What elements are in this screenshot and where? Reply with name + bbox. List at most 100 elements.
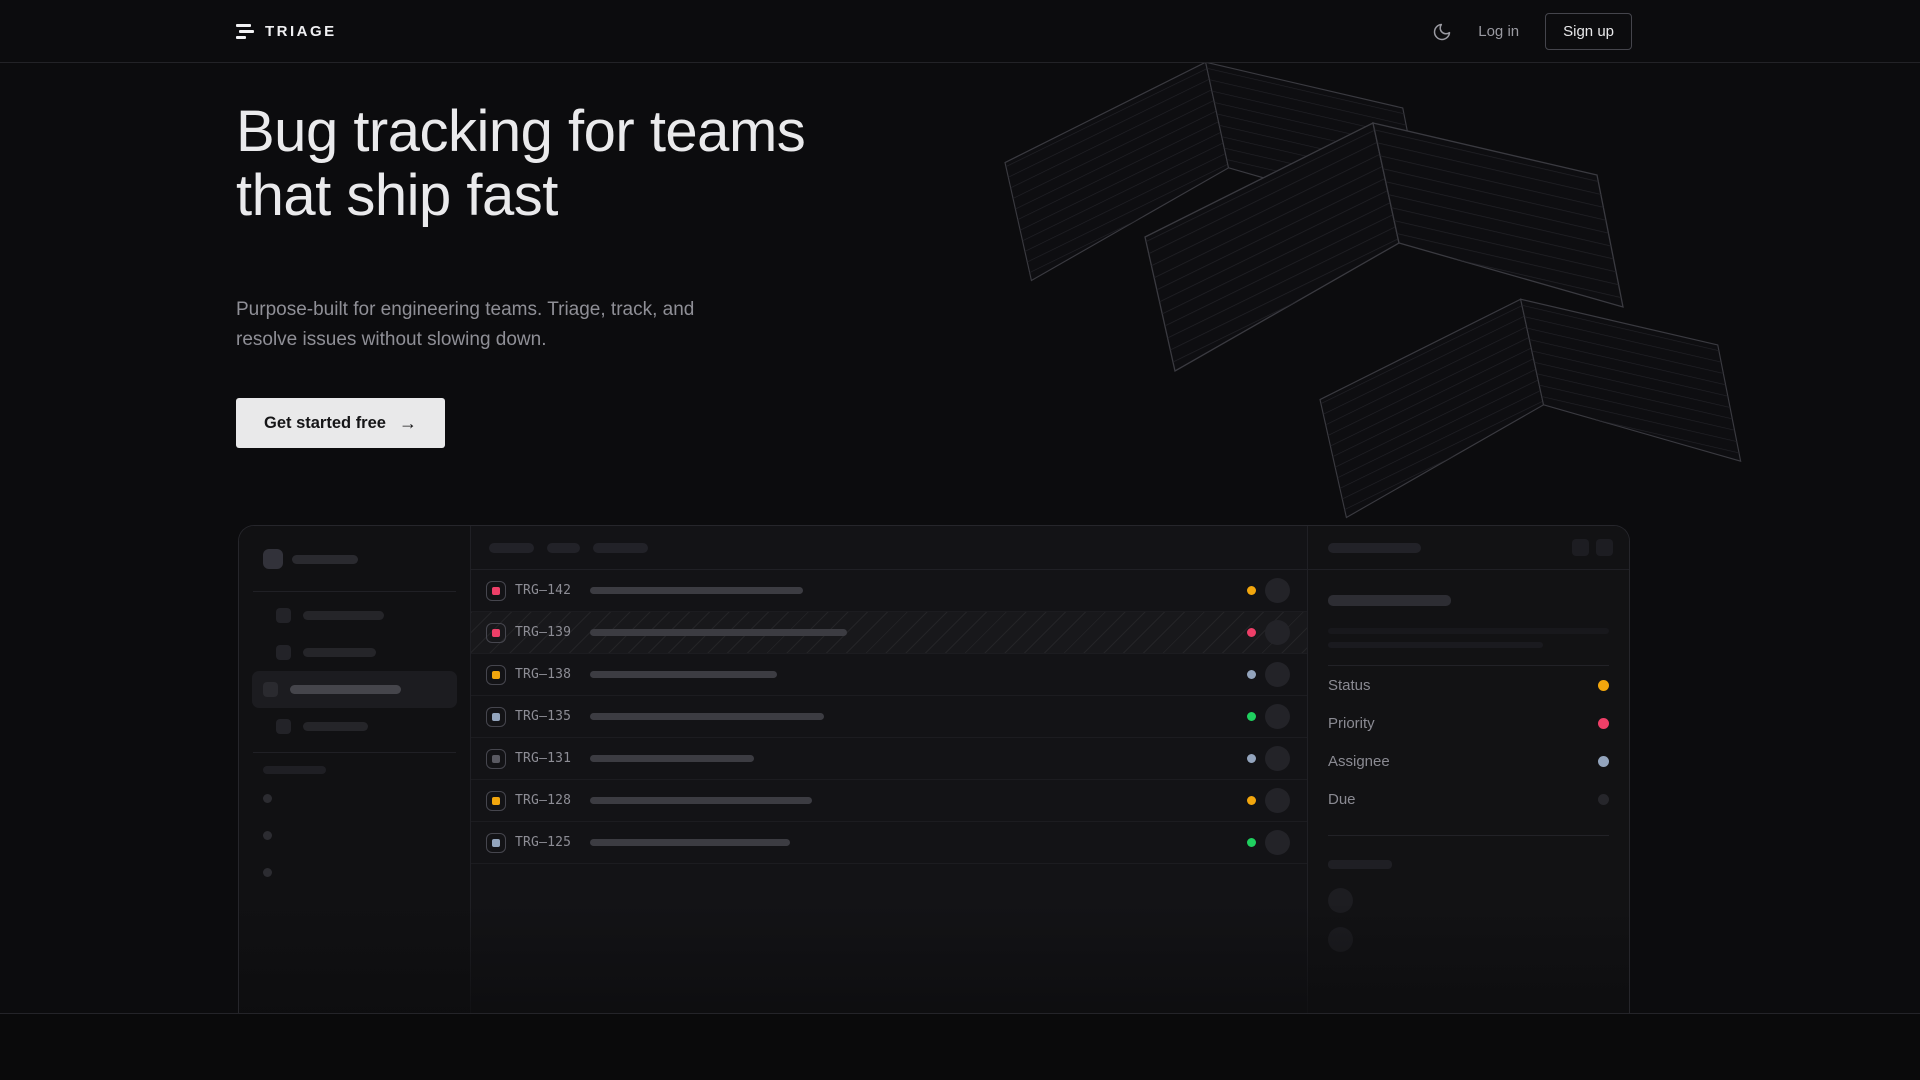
issue-title-skeleton (590, 587, 803, 594)
mockup-detail-panel: Status Priority Assignee Due (1307, 526, 1629, 1013)
item-icon-placeholder (276, 719, 291, 734)
skeleton-section-label (1328, 860, 1392, 869)
avatar-placeholder (1328, 888, 1353, 913)
sidebar-divider (253, 591, 456, 592)
issue-type-color-swatch (492, 670, 500, 679)
skeleton-pill (593, 542, 648, 553)
mockup-issue-list: TRG–142 TRG–139 TRG–138 TRG–135 TRG–131 (471, 526, 1307, 1013)
issue-assignee-avatar (1265, 746, 1290, 771)
issue-type-color-swatch (492, 838, 500, 847)
issue-id: TRG–131 (515, 751, 572, 766)
issue-title-skeleton (590, 839, 790, 846)
issue-type-icon (486, 748, 506, 769)
issue-type-icon (486, 706, 506, 727)
detail-panel-header (1308, 526, 1629, 570)
issue-row: TRG–138 (471, 654, 1307, 696)
issue-title-skeleton (590, 755, 754, 762)
issue-row: TRG–128 (471, 780, 1307, 822)
detail-field-value-dot (1598, 717, 1609, 729)
issue-type-icon (486, 790, 506, 811)
dot-placeholder (263, 868, 272, 877)
skeleton-title (1328, 595, 1451, 606)
brand-logo[interactable]: TRIAGE (236, 0, 337, 63)
avatar-placeholder (1328, 927, 1353, 952)
sidebar-skeleton-item-active (252, 671, 457, 708)
panel-divider (1328, 835, 1609, 836)
issue-title-skeleton (590, 629, 847, 636)
hero-subtitle-line-2: resolve issues without slowing down. (236, 329, 547, 350)
issue-title-skeleton (590, 713, 824, 720)
get-started-button[interactable]: Get started free → (236, 398, 445, 448)
item-icon-placeholder (276, 608, 291, 623)
sidebar-skeleton-item (252, 708, 457, 745)
issue-status-dot (1247, 796, 1256, 805)
issue-status-dot (1247, 754, 1256, 763)
wireframe-ribbon-2 (1144, 122, 1624, 373)
hero-title-line-2: that ship fast (236, 163, 558, 228)
issue-type-icon (486, 580, 506, 601)
detail-field-label: Assignee (1328, 752, 1390, 770)
hero-subtitle: Purpose-built for engineering teams. Tri… (236, 295, 694, 355)
brand-name: TRIAGE (265, 23, 337, 40)
skeleton-pill (292, 554, 358, 564)
theme-toggle-button[interactable] (1432, 22, 1452, 42)
issue-assignee-avatar (1265, 662, 1290, 687)
detail-panel-body: Status Priority Assignee Due (1308, 595, 1629, 952)
issue-type-icon (486, 832, 506, 853)
issue-id: TRG–139 (515, 625, 572, 640)
issue-row: TRG–125 (471, 822, 1307, 864)
arrow-right-icon: → (398, 412, 417, 433)
sidebar-skeleton-item (252, 597, 457, 634)
issue-type-color-swatch (492, 628, 500, 637)
panel-action-placeholder (1572, 539, 1589, 556)
issue-assignee-avatar (1265, 788, 1290, 813)
detail-field-rows: Status Priority Assignee Due (1328, 666, 1609, 818)
app-mockup-card: TRG–142 TRG–139 TRG–138 TRG–135 TRG–131 (238, 525, 1630, 1013)
issue-title-skeleton (590, 797, 812, 804)
skeleton-pill (303, 722, 368, 731)
detail-field-label: Due (1328, 790, 1356, 808)
issue-id: TRG–128 (515, 793, 572, 808)
skeleton-line (1328, 628, 1609, 634)
skeleton-pill (547, 542, 580, 553)
moon-icon (1434, 23, 1451, 40)
item-icon-placeholder (263, 682, 278, 697)
skeleton-section-label (263, 766, 326, 774)
skeleton-pill (303, 648, 376, 657)
mockup-sidebar (239, 526, 471, 1013)
detail-field-value-dot (1598, 679, 1609, 691)
issue-status-dot (1247, 670, 1256, 679)
issue-id: TRG–125 (515, 835, 572, 850)
signup-button[interactable]: Sign up (1545, 13, 1632, 50)
issue-assignee-avatar (1265, 578, 1290, 603)
panel-action-placeholder (1596, 539, 1613, 556)
top-nav: TRIAGE Log in Sign up (0, 0, 1920, 63)
hero-title-line-1: Bug tracking for teams (236, 99, 806, 164)
issue-row: TRG–142 (471, 570, 1307, 612)
dot-placeholder (263, 831, 272, 840)
issue-type-icon (486, 622, 506, 643)
page-footer (0, 1013, 1920, 1080)
mockup-sidebar-items (239, 597, 470, 745)
issue-rows: TRG–142 TRG–139 TRG–138 TRG–135 TRG–131 (471, 570, 1307, 864)
detail-field-label: Status (1328, 676, 1371, 694)
issue-status-dot (1247, 628, 1256, 637)
item-icon-placeholder (276, 645, 291, 660)
skeleton-pill (1328, 542, 1421, 553)
mockup-workspace-row (263, 549, 470, 569)
issue-row: TRG–135 (471, 696, 1307, 738)
issue-row: TRG–139 (471, 612, 1307, 654)
login-link[interactable]: Log in (1478, 23, 1520, 40)
issue-type-color-swatch (492, 586, 500, 595)
get-started-label: Get started free (264, 413, 386, 432)
issue-type-color-swatch (492, 712, 500, 721)
triage-logo-icon (236, 23, 254, 40)
issue-type-color-swatch (492, 796, 500, 805)
detail-field-row: Status (1328, 666, 1609, 704)
issue-assignee-avatar (1265, 830, 1290, 855)
hero-title: Bug tracking for teams that ship fast (236, 99, 806, 228)
issue-list-header (471, 526, 1307, 570)
sidebar-dot-list (263, 794, 470, 877)
issue-type-color-swatch (492, 754, 500, 763)
